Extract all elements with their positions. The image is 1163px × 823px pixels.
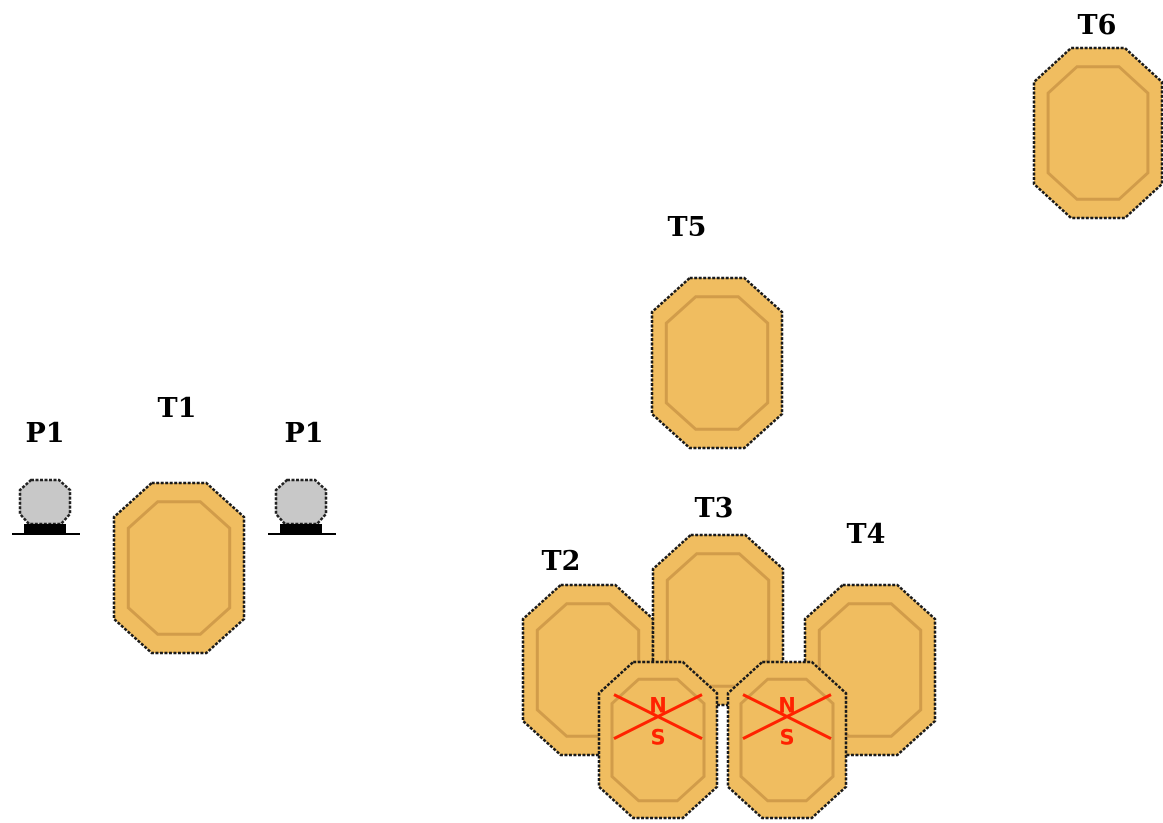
label-t5: T5 bbox=[668, 212, 707, 243]
popper-p1-left bbox=[12, 478, 80, 535]
popper-p1-right bbox=[268, 478, 336, 535]
target-a-zone bbox=[126, 500, 232, 636]
no-shoot-cross-line bbox=[742, 693, 832, 740]
no-shoot-mark: NS bbox=[742, 693, 832, 750]
target-a-zone bbox=[664, 295, 770, 431]
label-t3: T3 bbox=[695, 493, 734, 524]
popper-head bbox=[274, 478, 328, 526]
target-outline bbox=[650, 276, 784, 450]
target-a-zone bbox=[739, 677, 835, 803]
target-outline bbox=[112, 481, 246, 655]
poppers-layer bbox=[12, 478, 336, 535]
popper-base bbox=[280, 524, 322, 533]
no-shoot-target-ns-right: NS bbox=[726, 660, 848, 820]
label-t6: T6 bbox=[1078, 10, 1117, 41]
target-t1 bbox=[112, 481, 246, 655]
popper-head bbox=[18, 478, 72, 526]
label-t4: T4 bbox=[847, 519, 886, 550]
label-p1-left: P1 bbox=[25, 418, 64, 449]
no-shoot-letter-s: S bbox=[779, 726, 794, 750]
target-outline bbox=[1032, 46, 1163, 220]
no-shoot-letter-s: S bbox=[650, 726, 665, 750]
popper-base bbox=[24, 524, 66, 533]
label-t2: T2 bbox=[542, 546, 581, 577]
no-shoot-target-ns-left: NS bbox=[597, 660, 719, 820]
target-a-zone bbox=[610, 677, 706, 803]
no-shoot-letter-n: N bbox=[649, 694, 667, 718]
no-shoot-cross-line bbox=[613, 693, 703, 740]
no-shoot-mark: NS bbox=[613, 693, 703, 750]
target-a-zone bbox=[817, 602, 923, 738]
label-t1: T1 bbox=[158, 393, 197, 424]
target-t5 bbox=[650, 276, 784, 450]
no-shoot-letter-n: N bbox=[778, 694, 796, 718]
target-t6 bbox=[1032, 46, 1163, 220]
target-a-zone bbox=[1046, 65, 1150, 201]
label-p1-right: P1 bbox=[284, 418, 323, 449]
